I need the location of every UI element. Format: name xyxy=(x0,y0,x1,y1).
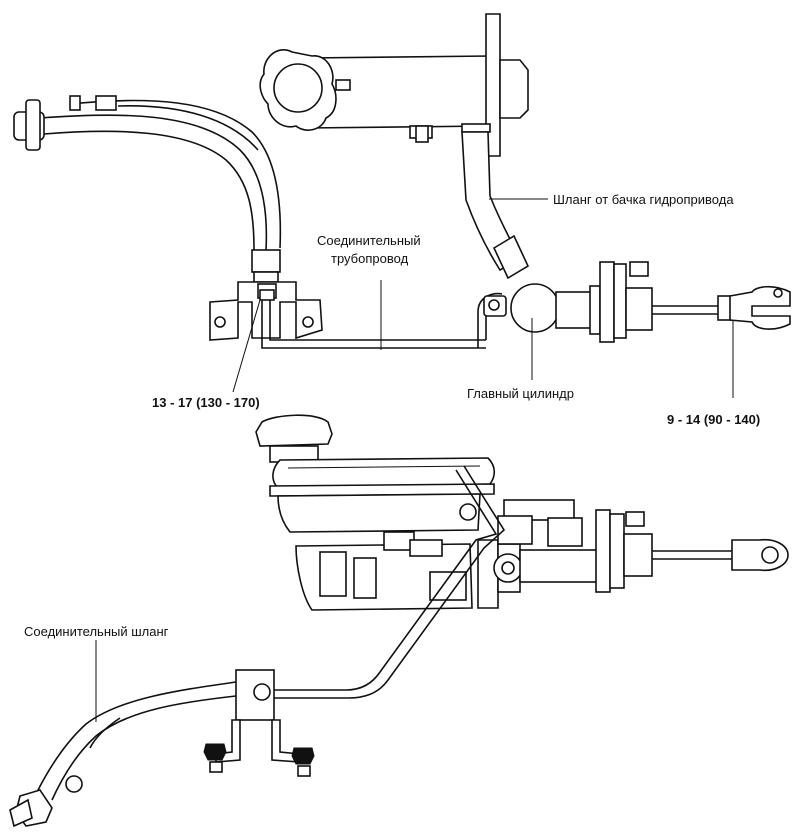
bottom-assembly: Соединительный шланг xyxy=(9,414,789,828)
label-torque-clevis: 9 - 14 (90 - 140) xyxy=(667,412,760,427)
label-connecting-pipe-line1: Соединительный xyxy=(317,233,421,248)
label-connecting-pipe-line2: трубопровод xyxy=(331,251,409,266)
pipe-bracket-upper xyxy=(209,281,323,341)
connecting-pipe-lower xyxy=(266,465,506,699)
flex-hose-lower xyxy=(9,640,237,828)
flex-hose-upper xyxy=(13,95,282,283)
label-torque-pipe-nut: 13 - 17 (130 - 170) xyxy=(152,395,260,410)
master-cylinder-upper xyxy=(232,261,791,398)
reservoir-lower xyxy=(269,457,496,533)
label-hose-from-reservoir: Шланг от бачка гидропривода xyxy=(553,192,734,207)
top-assembly: Шланг от бачка гидропривода Соединительн… xyxy=(13,13,791,427)
reservoir-cap-lower xyxy=(255,414,333,463)
supply-hose xyxy=(461,131,548,280)
firewall-plate-upper xyxy=(461,13,529,157)
label-connecting-hose: Соединительный шланг xyxy=(24,624,169,639)
label-master-cylinder: Главный цилиндр xyxy=(467,386,574,401)
pipe-bracket-lower xyxy=(203,669,315,777)
reservoir-upper xyxy=(259,49,491,143)
